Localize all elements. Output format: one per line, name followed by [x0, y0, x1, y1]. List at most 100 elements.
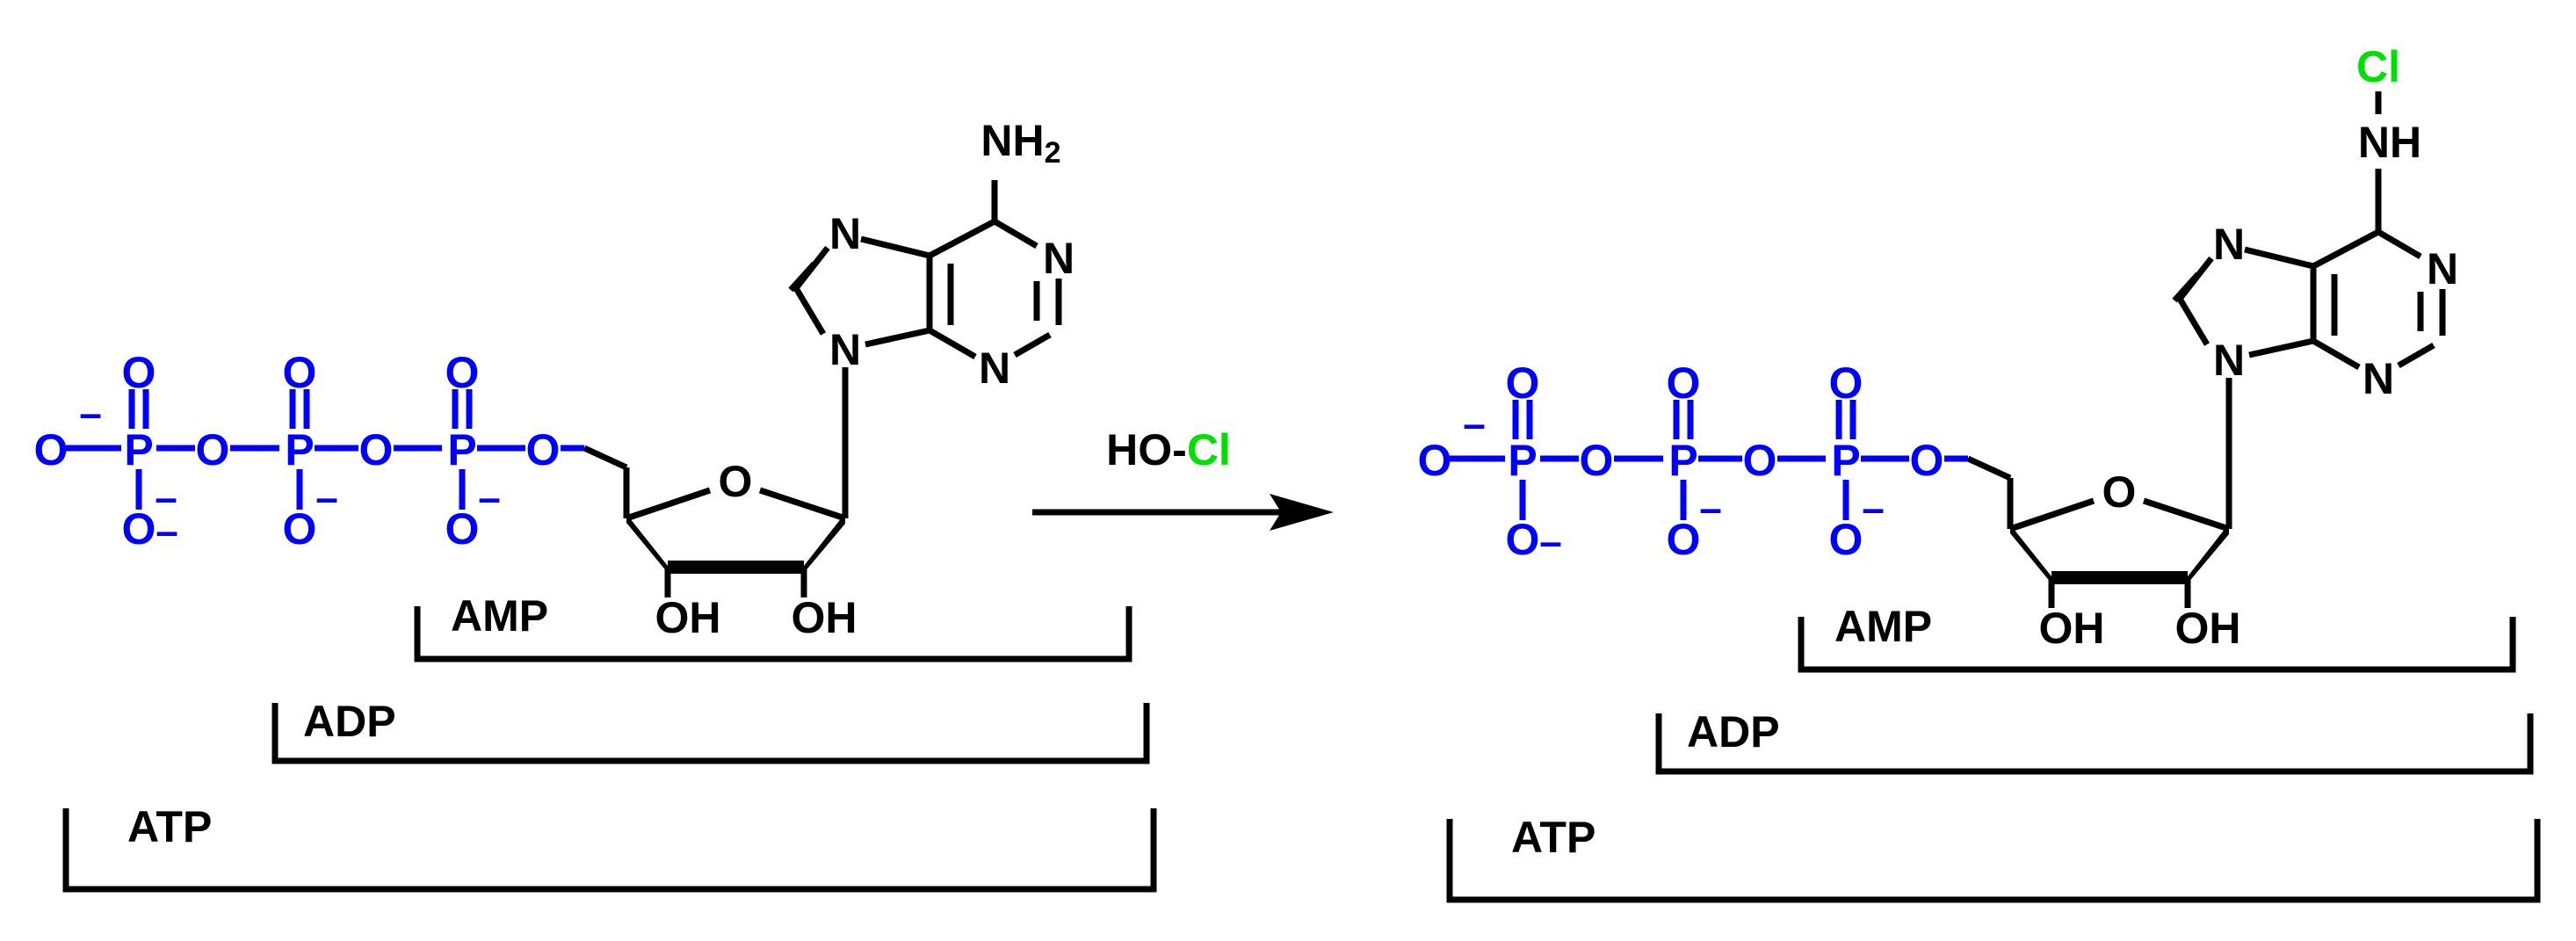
oxygen-label: O — [1580, 436, 1614, 485]
reaction-arrow: HO-Cl — [1032, 425, 1334, 531]
wedge-bond — [804, 513, 845, 573]
amp-label: AMP — [1834, 602, 1932, 651]
nitrogen-label: N — [829, 325, 861, 374]
phosphorus-label: P — [285, 425, 314, 474]
bond — [2142, 497, 2231, 532]
bond — [2176, 297, 2211, 346]
atp-bracket — [1446, 819, 2541, 903]
chloro-label: Cl — [2356, 42, 2400, 91]
charge-label: – — [79, 390, 102, 436]
bond — [2377, 228, 2422, 260]
bond — [2172, 271, 2201, 303]
bond — [792, 286, 827, 336]
oxygen-label: O — [1743, 436, 1777, 485]
phosphorus-label: P — [447, 425, 476, 474]
bond — [928, 218, 996, 259]
product-skeleton-bonds — [1966, 91, 2446, 608]
bond — [788, 261, 817, 293]
oxygen-label: O — [196, 425, 230, 474]
nitrogen-label: N — [2213, 220, 2245, 269]
hydroxyl-label: OH — [792, 593, 857, 642]
oxygen-label: O — [1506, 515, 1540, 564]
atp-bracket — [62, 808, 1157, 893]
reactant-skeleton-bonds — [582, 180, 1062, 597]
bond — [1966, 455, 2012, 481]
bond — [2008, 497, 2095, 532]
hydroxyl-label: OH — [2039, 604, 2105, 653]
reactant-atp-structure: NH2 N N N N O OH OH O – P O O O P O O – … — [34, 116, 1157, 893]
ring-oxygen-label: O — [719, 457, 753, 506]
bond — [2248, 337, 2314, 358]
product-phosphate-bonds — [1450, 400, 1968, 520]
amp-bracket — [414, 606, 1132, 662]
reactant-phosphate-bonds — [66, 389, 584, 510]
oxygen-label: O — [445, 348, 480, 397]
reagent-label: HO-Cl — [1106, 425, 1231, 474]
amine-label: NH2 — [980, 116, 1060, 170]
charge-label: – — [315, 474, 338, 520]
phosphorus-label: P — [1668, 436, 1697, 485]
oxygen-label: O — [445, 504, 480, 554]
amine-label: NH — [2358, 118, 2421, 167]
wedge-bond — [2188, 524, 2229, 583]
oxygen-label: O — [1667, 358, 1701, 408]
wedge-bond — [2010, 525, 2051, 583]
nitrogen-label: N — [1043, 234, 1075, 283]
oxygen-label: O — [1910, 436, 1944, 485]
adp-bracket — [1655, 713, 2534, 775]
oxygen-label: O — [526, 425, 561, 474]
charge-label: – — [1539, 518, 1562, 564]
adp-label: ADP — [1687, 707, 1780, 756]
bond — [993, 218, 1038, 250]
adp-label: ADP — [303, 697, 396, 746]
reactant-phosphate-labels: O – P O O O P O O – O P O O – O – – — [34, 348, 561, 554]
bond — [2397, 342, 2435, 369]
bold-bond — [2051, 571, 2188, 584]
phosphorus-label: P — [1508, 436, 1537, 485]
oxygen-label: O — [1506, 358, 1540, 408]
nitrogen-label: N — [2363, 354, 2394, 403]
phosphorus-label: P — [1831, 436, 1860, 485]
arrow-head — [1270, 494, 1334, 531]
bond — [2312, 337, 2361, 371]
bond — [2244, 246, 2314, 270]
hydroxyl-label: OH — [2175, 604, 2241, 653]
bond — [625, 487, 712, 522]
oxygen-label: O — [1829, 358, 1863, 408]
product-chloro-atp-structure: Cl NH N N N N O OH OH O – P O O – O P O … — [1418, 42, 2541, 903]
charge-label: – — [1463, 401, 1486, 446]
oxygen-label: O — [122, 504, 156, 554]
charge-label: – — [156, 508, 178, 554]
atp-label: ATP — [127, 802, 212, 851]
amp-label: AMP — [451, 591, 548, 641]
nitrogen-label: N — [2427, 244, 2458, 293]
phosphorus-label: P — [124, 425, 153, 474]
oxygen-label: O — [283, 504, 317, 554]
nitrogen-label: N — [979, 344, 1010, 393]
hydroxyl-label: OH — [655, 593, 721, 642]
oxygen-label: O — [122, 348, 156, 397]
atp-label: ATP — [1511, 813, 1596, 862]
oxygen-label: O — [1418, 436, 1452, 485]
oxygen-label: O — [34, 425, 69, 474]
oxygen-label: O — [359, 425, 394, 474]
bond — [860, 235, 930, 259]
bond — [2312, 228, 2380, 270]
charge-label: – — [1862, 485, 1885, 531]
oxygen-label: O — [283, 348, 317, 397]
product-phosphate-labels: O – P O O – O P O O – O P O O – O — [1418, 358, 1944, 564]
nitrogen-label: N — [829, 209, 861, 258]
amp-bracket — [1798, 617, 2516, 673]
nitrogen-label: N — [2213, 336, 2245, 385]
wedge-bond — [626, 514, 668, 573]
charge-label: – — [478, 474, 501, 520]
bond — [928, 327, 977, 360]
ring-oxygen-label: O — [2102, 467, 2137, 517]
charge-label: – — [1699, 485, 1722, 531]
oxygen-label: O — [1667, 515, 1701, 564]
oxygen-label: O — [1829, 515, 1863, 564]
bold-bond — [668, 561, 804, 574]
charge-label: – — [155, 474, 177, 520]
